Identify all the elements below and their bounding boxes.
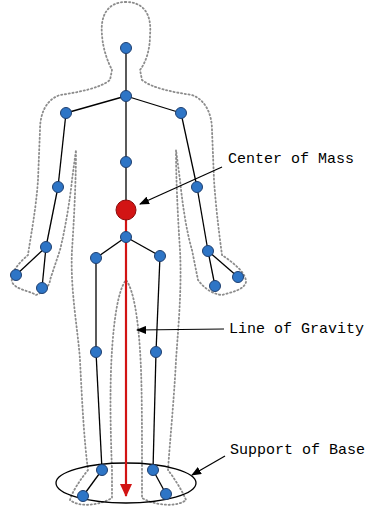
callout-label: Line of Gravity <box>228 321 365 338</box>
callout-label: Center of Mass <box>227 151 355 168</box>
center-of-mass-dot <box>116 200 136 220</box>
leader-arrows <box>137 167 225 475</box>
skeleton-lines <box>16 48 238 496</box>
joint-dots <box>11 43 244 502</box>
body-outline <box>12 2 246 505</box>
gravity-line <box>125 214 127 496</box>
callout-label: Support of Base <box>229 442 366 459</box>
